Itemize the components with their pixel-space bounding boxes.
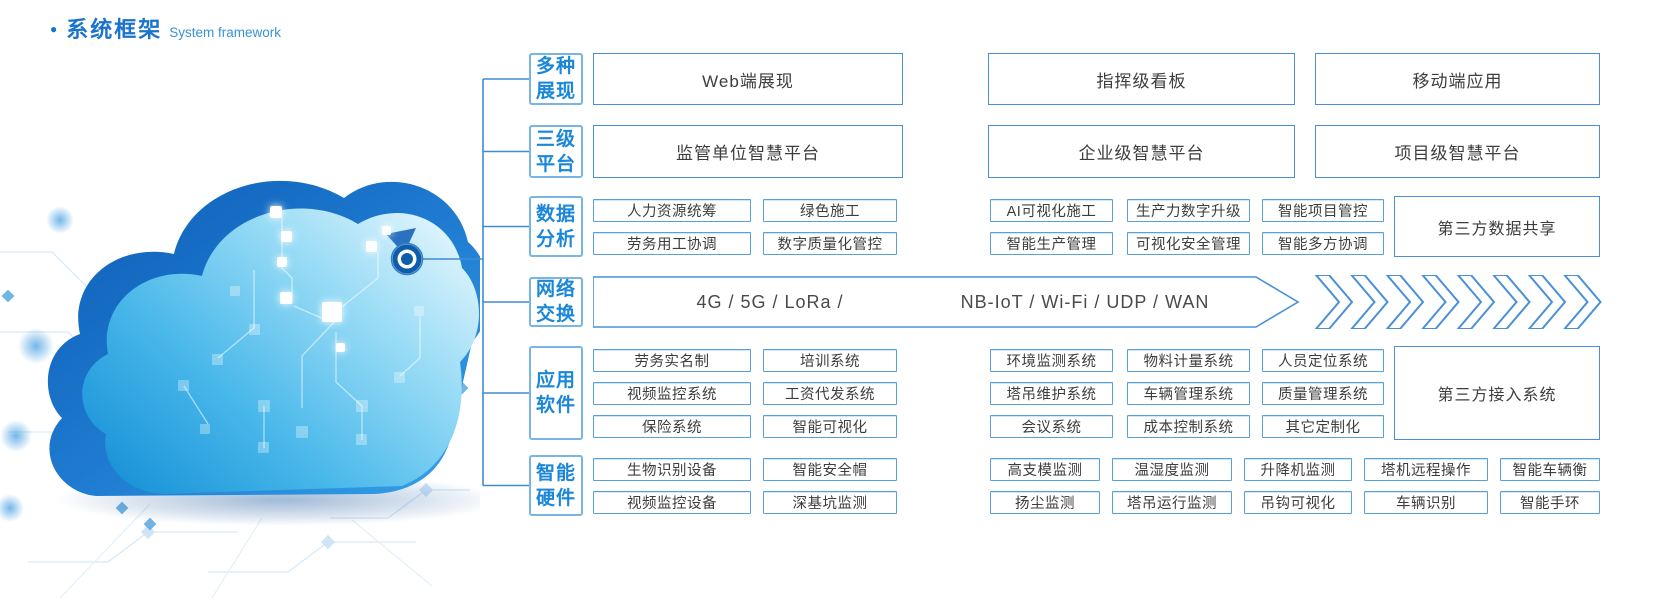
data-analysis-middle-box-1-1: 可视化安全管理 xyxy=(1127,232,1250,255)
cloud-glow-squares xyxy=(270,206,391,352)
application-software-middle-box-2-0: 会议系统 xyxy=(990,415,1113,438)
data-analysis-middle-box-0-2: 智能项目管控 xyxy=(1262,199,1384,222)
application-software-left-box-1-0: 视频监控系统 xyxy=(593,382,751,405)
application-software-middle-box-2-1: 成本控制系统 xyxy=(1127,415,1250,438)
row-label-application-software: 应用软件 xyxy=(529,346,583,440)
data-analysis-middle-box-0-0: AI可视化施工 xyxy=(990,199,1113,222)
application-software-left-box-1-1: 工资代发系统 xyxy=(763,382,897,405)
smart-hardware-left-box-1-1: 深基坑监测 xyxy=(763,491,897,514)
smart-hardware-wide-box-0-2: 升降机监测 xyxy=(1244,458,1352,481)
chevron-icon xyxy=(1456,275,1496,329)
title-en: System framework xyxy=(169,25,282,40)
application-software-middle-box-1-1: 车辆管理系统 xyxy=(1127,382,1250,405)
glow-dots xyxy=(0,206,74,522)
data-analysis-left-box-1-1: 数字质量化管控 xyxy=(763,232,897,255)
chevron-icon xyxy=(1421,275,1460,329)
chevron-icon xyxy=(1527,275,1567,329)
title-zh: 系统框架 xyxy=(66,17,163,42)
smart-hardware-left-box-1-0: 视频监控设备 xyxy=(593,491,751,514)
cloud-trace-pads xyxy=(178,286,424,453)
row-label-smart-hardware: 智能硬件 xyxy=(529,455,583,516)
row-label-network-exchange: 网络交换 xyxy=(529,277,583,327)
chevron-icon xyxy=(1385,275,1425,329)
data-analysis-left-box-0-0: 人力资源统筹 xyxy=(593,199,751,222)
row-label-three-level-platform: 三级平台 xyxy=(529,125,583,178)
application-software-middle-box-0-1: 物料计量系统 xyxy=(1127,349,1250,372)
network-band-shape xyxy=(593,276,1300,328)
multi-display-box-0: Web端展现 xyxy=(593,53,903,105)
smart-hardware-wide-box-0-1: 温湿度监测 xyxy=(1112,458,1232,481)
application-software-left-box-0-1: 培训系统 xyxy=(763,349,897,372)
data-analysis-middle-box-1-2: 智能多方协调 xyxy=(1262,232,1384,255)
smart-hardware-wide-box-1-4: 智能手环 xyxy=(1500,491,1600,514)
chevron-icon xyxy=(1492,275,1531,329)
page-title: ● 系统框架 System framework xyxy=(50,12,281,44)
data-analysis-left-box-0-1: 绿色施工 xyxy=(763,199,897,222)
smart-hardware-wide-box-0-3: 塔机远程操作 xyxy=(1364,458,1488,481)
network-segment-0: 4G / 5G / LoRa / xyxy=(696,292,844,312)
row-label-data-analysis: 数据分析 xyxy=(529,196,583,257)
application-software-middle-box-1-2: 质量管理系统 xyxy=(1262,382,1384,405)
data-analysis-third-party-box: 第三方数据共享 xyxy=(1394,196,1600,257)
row-label-multi-display: 多种展现 xyxy=(529,53,583,105)
data-analysis-left-box-1-0: 劳务用工协调 xyxy=(593,232,751,255)
title-bullet-icon: ● xyxy=(50,22,58,36)
application-software-middle-box-2-2: 其它定制化 xyxy=(1262,415,1384,438)
smart-hardware-left-box-0-1: 智能安全帽 xyxy=(763,458,897,481)
application-software-left-box-0-0: 劳务实名制 xyxy=(593,349,751,372)
cloud-traces xyxy=(183,218,421,448)
smart-hardware-wide-box-1-2: 吊钩可视化 xyxy=(1244,491,1352,514)
cloud-front xyxy=(82,208,479,494)
three-level-platform-box-1: 企业级智慧平台 xyxy=(988,125,1295,178)
cloud-notch xyxy=(386,228,416,254)
smart-hardware-wide-box-1-3: 车辆识别 xyxy=(1364,491,1488,514)
chevron-icon xyxy=(1314,275,1354,329)
three-level-platform-box-0: 监管单位智慧平台 xyxy=(593,125,903,178)
smart-hardware-left-box-0-0: 生物识别设备 xyxy=(593,458,751,481)
cloud-node-icon xyxy=(390,242,424,276)
data-analysis-middle-box-1-0: 智能生产管理 xyxy=(990,232,1113,255)
three-level-platform-box-2: 项目级智慧平台 xyxy=(1315,125,1600,178)
smart-hardware-wide-box-1-0: 扬尘监测 xyxy=(990,491,1100,514)
smart-hardware-wide-box-0-4: 智能车辆衡 xyxy=(1500,458,1600,481)
application-software-left-box-2-0: 保险系统 xyxy=(593,415,751,438)
chevron-icon xyxy=(1563,275,1602,329)
chevron-icon xyxy=(1350,275,1389,329)
application-software-third-party-box: 第三方接入系统 xyxy=(1394,346,1600,440)
smart-hardware-wide-box-0-0: 高支模监测 xyxy=(990,458,1100,481)
network-band xyxy=(593,275,1602,329)
data-analysis-middle-box-0-1: 生产力数字升级 xyxy=(1127,199,1250,222)
multi-display-box-2: 移动端应用 xyxy=(1315,53,1600,105)
application-software-middle-box-1-0: 塔吊维护系统 xyxy=(990,382,1113,405)
cloud-illustration xyxy=(0,180,480,599)
application-software-left-box-2-1: 智能可视化 xyxy=(763,415,897,438)
application-software-middle-box-0-2: 人员定位系统 xyxy=(1262,349,1384,372)
smart-hardware-wide-box-1-1: 塔吊运行监测 xyxy=(1112,491,1232,514)
application-software-middle-box-0-0: 环境监测系统 xyxy=(990,349,1113,372)
network-segment-1: NB-IoT / Wi-Fi / UDP / WAN xyxy=(960,292,1210,312)
multi-display-box-1: 指挥级看板 xyxy=(988,53,1295,105)
